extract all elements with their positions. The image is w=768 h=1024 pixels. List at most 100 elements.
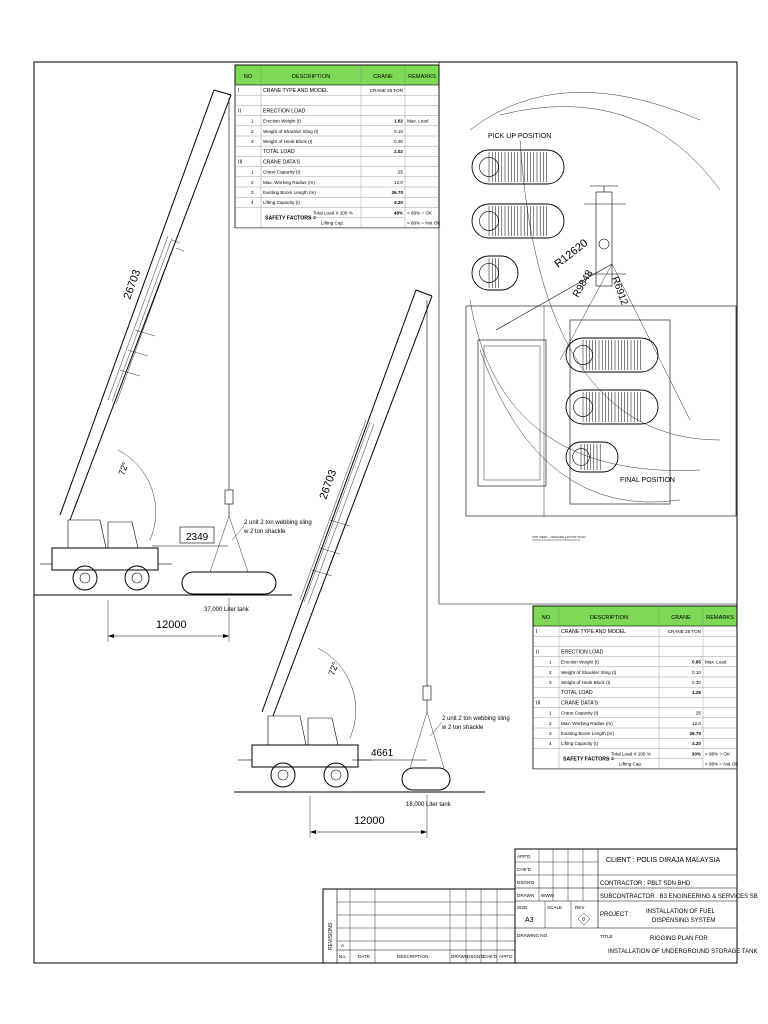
radius-arc-2 — [499, 106, 721, 191]
sling-note-2b: w 2 ton shackle — [441, 725, 484, 731]
table_bottom-header-2: CRANE — [671, 615, 691, 621]
tank-label-2: 18,000 Liter tank — [406, 802, 452, 808]
row-description: Weight of Hook Block (t) — [263, 139, 313, 144]
row-description: TOTAL LOAD — [263, 149, 295, 155]
row-description: Lifting Capacity (t) — [561, 741, 598, 746]
tb-drawing-no: DRAWING NO. — [517, 933, 548, 938]
tb-subcontractor: SUBCONTRACTOR : B3 ENGINEERING & SERVICE… — [600, 894, 758, 900]
tb-appd: APP'D — [517, 854, 531, 859]
table_top-safety-denominator: Lifting Cap. — [321, 221, 344, 226]
crane-carrier-2 — [238, 715, 372, 788]
tb-scale-label: SCALE — [547, 905, 562, 910]
tank-2 — [401, 767, 451, 791]
row-remark: Max. Load — [705, 660, 727, 665]
table_bottom-row: 4 Lifting Capacity (t) 4.20 — [549, 741, 701, 746]
row-description: Erection Weight (t) — [263, 119, 301, 124]
tank-label-1: 37,000 Liter tank — [204, 607, 250, 613]
row-sub: 3 — [251, 139, 254, 144]
row-value: 0.30 — [692, 680, 701, 685]
row-sub: 1 — [251, 170, 254, 175]
plan-view: PICK UP POSITION FINAL POSITION R12620 R… — [465, 92, 737, 541]
tb-client: CLIENT : POLIS DIRAJA MALAYSIA — [606, 857, 720, 864]
row-no: II — [536, 649, 539, 655]
row-sub: 1 — [549, 660, 552, 665]
revision-col-6: APP'D — [499, 954, 513, 959]
angle-label-2: 72° — [326, 660, 340, 677]
site-boundary — [465, 305, 737, 517]
row-value: 0.85 — [692, 660, 701, 665]
plan-tank — [565, 441, 619, 473]
table_top-safety-numerator: Total Load X 100 % — [313, 210, 353, 215]
sling-note-1a: 2 unit 2 ton webbing sling — [244, 520, 312, 526]
tb-title-line1: RIGGING PLAN FOR — [650, 936, 708, 942]
radius-dimension-1: 12000 — [156, 619, 187, 631]
final-label: FINAL POSITION — [620, 477, 675, 484]
row-no: III — [238, 159, 242, 165]
table_top-header-0: NO — [244, 74, 253, 80]
table_bottom-safety-label: SAFETY FACTORS = — [563, 757, 614, 763]
table_top-row: III CRANE DATA'S — [238, 159, 301, 165]
row-value: 1.25 — [692, 690, 701, 695]
row-description: Existing Boom Length (m) — [561, 731, 614, 736]
plan-tank — [471, 255, 519, 291]
plan-caption: TOP VIEW — RIGGING LAYOUT PLAN — [532, 535, 585, 539]
table_top-safety-label: SAFETY FACTORS = — [265, 216, 316, 222]
revision-row-a: A — [341, 943, 345, 948]
row-description: Weight of Shackle/ Sling (t) — [561, 670, 617, 675]
tb-size-label: SIZE — [517, 905, 527, 910]
row-description: CRANE DATA'S — [263, 159, 301, 165]
row-value: 2.02 — [394, 149, 403, 154]
row-sub: 3 — [251, 190, 254, 195]
plot-outer — [477, 339, 547, 487]
row-no: II — [238, 108, 241, 114]
angle-label-1: 72° — [116, 460, 130, 477]
radius-arc-1 — [469, 92, 701, 131]
revisions-side-label: REVISIONS — [328, 922, 334, 950]
row-value: 25 — [398, 170, 404, 175]
table_bottom-header-3: REMARKS — [706, 615, 734, 621]
radius-label-2: R9848 — [571, 268, 595, 299]
row-sub: 4 — [549, 741, 552, 746]
angle-arc-1 — [117, 449, 156, 541]
tb-title-line2: INSTALLATION OF UNDERGROUND STORAGE TANK — [608, 949, 757, 955]
boom-1 — [59, 89, 232, 521]
row-value: 4.20 — [692, 741, 701, 746]
row-description: TOTAL LOAD — [561, 690, 593, 696]
table_bottom-header-1: DESCRIPTION — [590, 615, 628, 621]
plan-tank — [565, 337, 659, 373]
row-remark: Max. Load — [407, 119, 429, 124]
row-description: Crane Capacity (t) — [561, 711, 599, 716]
row-sub: 1 — [251, 119, 254, 124]
hook-dimension-2: 4661 — [371, 748, 394, 759]
row-no: I — [238, 88, 239, 94]
row-value: 26.70 — [690, 731, 702, 736]
row-description: Weight of Shackle/ Sling (t) — [263, 129, 319, 134]
row-description: ERECTION LOAD — [561, 649, 604, 655]
dim-box-1 — [179, 526, 215, 544]
row-description: Weight of Hook Block (t) — [561, 680, 611, 685]
radius-dimension-2: 12000 — [354, 815, 385, 827]
table_bottom-safety-ok: < 88% = OK — [705, 751, 731, 756]
tb-title-label: TITLE — [600, 934, 613, 939]
row-value: 0.30 — [394, 139, 403, 144]
row-no: III — [536, 700, 540, 706]
row-description: CRANE DATA'S — [561, 700, 599, 706]
table_top-header-3: REMARKS — [408, 74, 436, 80]
tb-project-line2: DISPENSING SYSTEM — [652, 918, 715, 924]
row-description: CRANE TYPE AND MODEL — [561, 629, 626, 635]
table_bottom-row: II ERECTION LOAD — [536, 649, 604, 655]
table_bottom-safety-value: 30% — [692, 751, 701, 756]
row-value: 0.10 — [394, 129, 403, 134]
plan-tank — [471, 149, 565, 185]
